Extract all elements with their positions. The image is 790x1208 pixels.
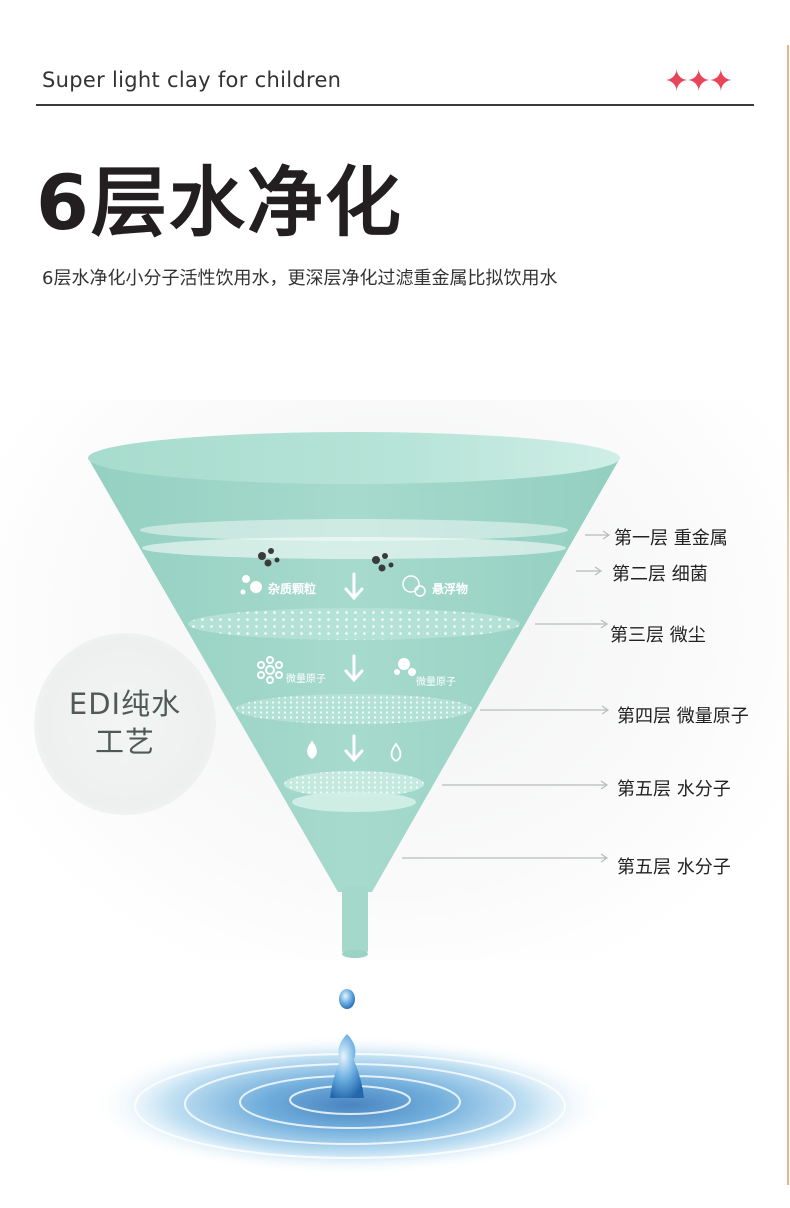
sparkle-stars-icon: ✦✦✦ bbox=[664, 64, 733, 99]
layer-label-1: 第一层 重金属 bbox=[614, 528, 728, 549]
water-ripple bbox=[90, 1035, 610, 1175]
layer-label-2: 第二层 细菌 bbox=[612, 564, 708, 585]
layer-label-6: 第五层 水分子 bbox=[617, 857, 731, 878]
layer-disc-3 bbox=[188, 608, 520, 640]
bubble-icon bbox=[240, 575, 262, 595]
funnel-spout bbox=[342, 886, 368, 954]
layer-pointer-lines bbox=[402, 530, 611, 863]
layer-disc-2 bbox=[142, 537, 566, 559]
gear-molecule-icon bbox=[394, 658, 416, 676]
header-divider bbox=[36, 104, 754, 106]
tag-micro-atoms-right: 微量原子 bbox=[416, 677, 456, 688]
tag-micro-atoms-left: 微量原子 bbox=[286, 674, 326, 685]
virus-cluster-icon bbox=[258, 548, 394, 572]
water-drop-icon bbox=[307, 740, 402, 763]
page-subtitle: 6层水净化小分子活性饮用水，更深层净化过滤重金属比拟饮用水 bbox=[42, 268, 558, 289]
tag-suspended: 悬浮物 bbox=[432, 582, 469, 596]
layer-label-5: 第五层 水分子 bbox=[617, 779, 731, 800]
snowflake-icon bbox=[257, 656, 283, 684]
layer-label-3: 第三层 微尘 bbox=[610, 625, 706, 646]
falling-drop bbox=[339, 989, 355, 1009]
tag-impurities: 杂质颗粒 bbox=[268, 582, 317, 596]
brand-text: Super light clay for children bbox=[42, 68, 342, 92]
badge-line-2: 工艺 bbox=[94, 725, 155, 759]
badge-line-1: EDI纯水 bbox=[68, 687, 182, 721]
splash-column bbox=[330, 1034, 364, 1098]
layer-disc-1 bbox=[140, 519, 568, 541]
arrow-down-icon bbox=[344, 572, 364, 763]
layer-label-4: 第四层 微量原子 bbox=[617, 706, 749, 727]
funnel-rim bbox=[88, 432, 620, 484]
layer-disc-4 bbox=[236, 694, 472, 724]
bubble-icon bbox=[402, 575, 426, 597]
page-title: 6层水净化 bbox=[36, 158, 403, 247]
layer-disc-5 bbox=[284, 771, 424, 797]
edi-badge: EDI纯水 工艺 bbox=[34, 633, 216, 815]
